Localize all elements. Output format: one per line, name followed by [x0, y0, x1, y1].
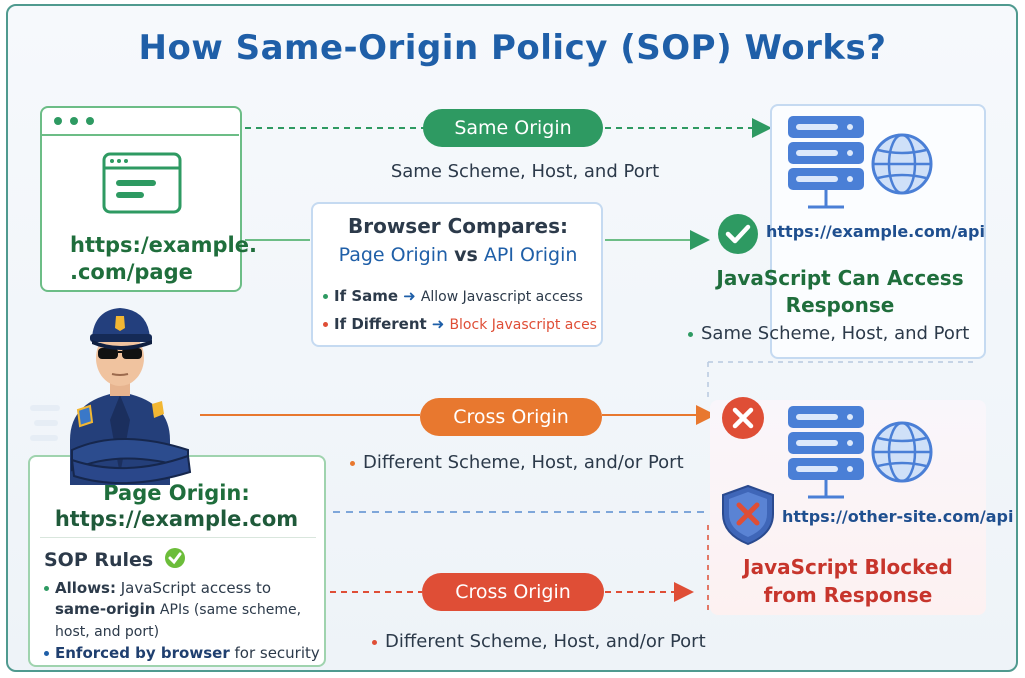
- same-origin-pill: Same Origin: [423, 109, 603, 147]
- cross-origin-pill-bottom: Cross Origin: [422, 573, 604, 611]
- window-dot: [70, 117, 78, 125]
- cross-origin-top-subtitle: Different Scheme, Host, and/or Port: [350, 452, 684, 473]
- compare-page-origin: Page Origin: [338, 244, 449, 266]
- server-icon: [788, 406, 864, 499]
- sop-rule-allows: Allows: JavaScript access to same-origin…: [44, 578, 324, 643]
- sop-rules-title: SOP Rules: [44, 547, 186, 571]
- globe-icon: [871, 421, 933, 483]
- compare-origins: Page Origin vs API Origin: [313, 244, 603, 266]
- cross-origin-pill-top: Cross Origin: [420, 398, 602, 436]
- blocked-panel-dashed-border: [707, 361, 975, 400]
- browser-compares-card: Browser Compares: Page Origin vs API Ori…: [311, 202, 603, 347]
- same-origin-subtitle: Same Scheme, Host, and Port: [390, 161, 660, 182]
- page-title: How Same-Origin Policy (SOP) Works?: [138, 28, 887, 68]
- server-blocked-title: JavaScript Blocked from Response: [743, 555, 953, 607]
- server-allowed-title: JavaScript Can Access Response: [716, 266, 964, 317]
- browser-icon: [102, 152, 182, 214]
- compare-vs: vs: [454, 244, 478, 266]
- check-icon: [164, 548, 185, 568]
- compare-rule-same: If Same ➜ Allow Javascript access: [323, 286, 603, 305]
- page-origin-title: Page Origin:: [103, 481, 250, 505]
- server-blocked-url: https://other-site.com/api: [782, 507, 1014, 526]
- window-dot: [86, 117, 94, 125]
- globe-icon: [871, 133, 933, 195]
- compare-api-origin: API Origin: [483, 244, 578, 266]
- police-officer-icon: [30, 308, 192, 485]
- page-origin-value: https://example.com: [54, 507, 299, 531]
- server-allowed-url: https://example.com/api: [766, 222, 985, 241]
- cross-icon: [722, 397, 764, 439]
- check-icon: [718, 214, 758, 254]
- divider: [40, 537, 316, 538]
- browser-titlebar: [42, 108, 239, 136]
- page-origin-box: Page Origin: https://example.com SOP Rul…: [28, 455, 326, 667]
- cross-origin-bottom-subtitle: Different Scheme, Host, and/or Port: [372, 631, 706, 652]
- window-dot: [54, 117, 62, 125]
- server-icon: [788, 116, 864, 209]
- server-allowed-note: Same Scheme, Host, and Port: [688, 323, 969, 344]
- compare-rule-different: If Different ➜ Block Javascript aces: [323, 314, 603, 333]
- compare-title: Browser Compares:: [347, 214, 569, 238]
- client-url: https:/example. .com/page: [70, 233, 257, 284]
- sop-rule-enforced: Enforced by browser for security: [44, 644, 334, 662]
- shield-icon: [722, 484, 774, 546]
- client-browser-card: https:/example. .com/page: [40, 106, 257, 292]
